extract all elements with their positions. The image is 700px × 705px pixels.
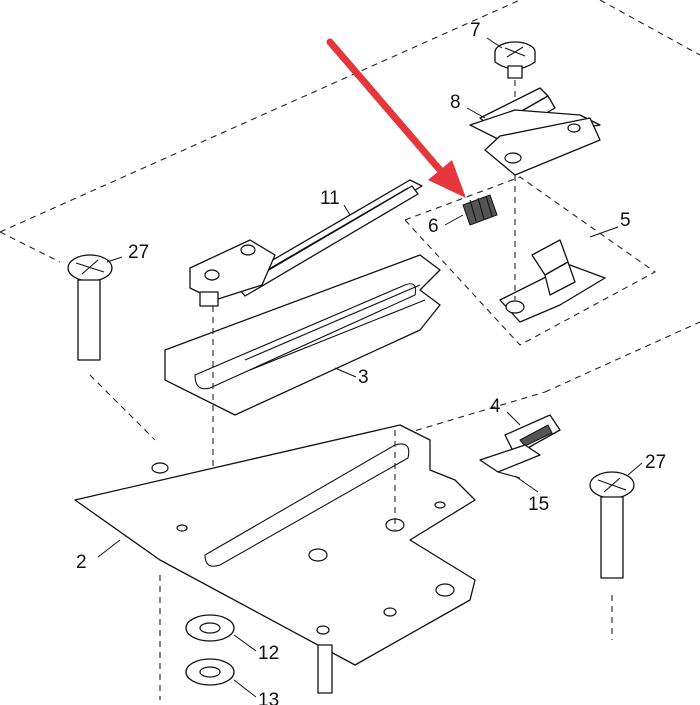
part-27-screw-left <box>67 254 156 441</box>
part-15-block <box>479 444 541 479</box>
part-13-washer <box>185 658 235 686</box>
part-27-screw-right <box>589 471 635 640</box>
callout-12: 12 <box>258 643 279 664</box>
arrow-head-icon <box>428 160 466 198</box>
assembly-frame-dashed <box>0 0 700 466</box>
part-4-clip <box>504 414 561 456</box>
callout-4: 4 <box>490 396 501 417</box>
callout-5: 5 <box>620 210 631 231</box>
callout-2: 2 <box>76 552 87 573</box>
callout-6: 6 <box>428 216 439 237</box>
callout-8: 8 <box>450 92 461 113</box>
callout-7: 7 <box>470 20 481 41</box>
highlight-arrow <box>326 38 466 198</box>
part-5-plate <box>499 175 606 323</box>
part-12-washer <box>185 614 235 642</box>
callout-27-left: 27 <box>128 242 149 263</box>
part-6-pad <box>462 194 498 226</box>
callout-15: 15 <box>528 494 549 515</box>
callout-11: 11 <box>320 188 340 209</box>
callout-leader-lines <box>97 37 643 698</box>
callout-27-right: 27 <box>645 452 666 473</box>
part-8-bracket <box>469 87 601 176</box>
callout-3: 3 <box>358 367 369 388</box>
part-2-base-plate <box>74 424 476 700</box>
callout-13: 13 <box>258 690 279 705</box>
subassembly-box-dashed <box>404 176 657 346</box>
callout-labels: 7 8 11 6 5 27 3 4 27 15 2 12 13 <box>76 20 666 705</box>
part-11-rail <box>189 179 423 307</box>
